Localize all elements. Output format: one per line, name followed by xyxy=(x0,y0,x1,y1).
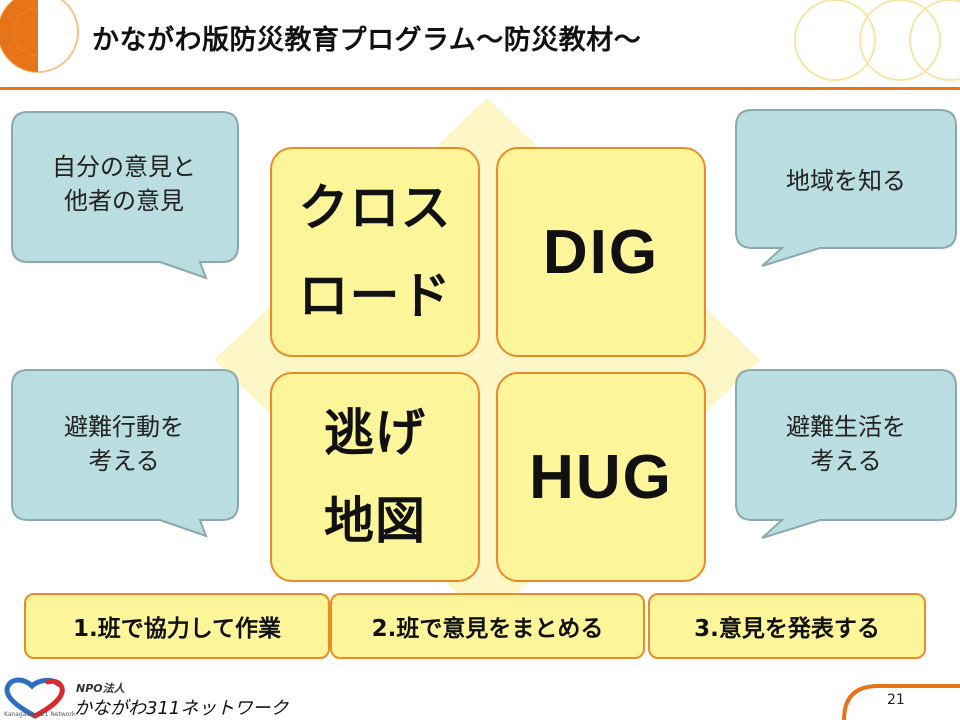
bubble-top-left-line2: 他者の意見 xyxy=(64,187,184,215)
tile-dig: DIG xyxy=(496,147,706,357)
heart-logo-icon xyxy=(4,677,65,719)
logo-subtitle: Kanagawa 311 Network xyxy=(4,711,76,718)
tile-cross-road-line2: ロード xyxy=(298,267,452,325)
tile-nige-chizu: 逃げ 地図 xyxy=(270,372,480,582)
bubble-bottom-right-line1: 避難生活を xyxy=(786,413,906,441)
bubble-top-left-line1: 自分の意見と xyxy=(52,153,196,181)
header-divider xyxy=(0,87,960,90)
tile-dig-label: DIG xyxy=(542,217,660,287)
bubble-bottom-left-shape xyxy=(11,369,239,538)
org-name: かながわ311ネットワーク xyxy=(74,698,289,719)
org-type: NPO法人 xyxy=(76,682,125,695)
tile-cross-road: クロス ロード xyxy=(270,147,480,357)
page-title: かながわ版防災教育プログラム～防災教材～ xyxy=(92,25,642,56)
bubble-bottom-left-line1: 避難行動を xyxy=(64,413,184,441)
bubble-bottom-right-line2: 考える xyxy=(810,447,882,475)
bubble-bottom-right-shape xyxy=(735,369,957,539)
tile-hug-label: HUG xyxy=(529,442,673,512)
bubble-bottom-left: 避難行動を 考える xyxy=(26,410,222,478)
header-decoration xyxy=(0,0,960,81)
tile-hug: HUG xyxy=(496,372,706,582)
bubble-top-right-shape xyxy=(735,109,957,267)
bubble-top-right: 地域を知る xyxy=(746,164,946,198)
page-number: 21 xyxy=(887,692,905,708)
step-2: 2.班で意見をまとめる xyxy=(330,593,645,659)
bubble-top-right-line1: 地域を知る xyxy=(786,167,906,195)
bubble-top-left: 自分の意見と 他者の意見 xyxy=(26,150,222,218)
tile-nige-chizu-line2: 地図 xyxy=(324,492,426,550)
tile-cross-road-line1: クロス xyxy=(298,179,452,237)
step-1: 1.班で協力して作業 xyxy=(24,593,330,659)
bubble-bottom-right: 避難生活を 考える xyxy=(746,410,946,478)
tile-nige-chizu-line1: 逃げ xyxy=(324,404,426,462)
bubble-top-left-shape xyxy=(11,111,239,280)
footer-decoration xyxy=(842,684,960,720)
step-3: 3.意見を発表する xyxy=(648,593,926,659)
bubble-bottom-left-line2: 考える xyxy=(88,447,160,475)
